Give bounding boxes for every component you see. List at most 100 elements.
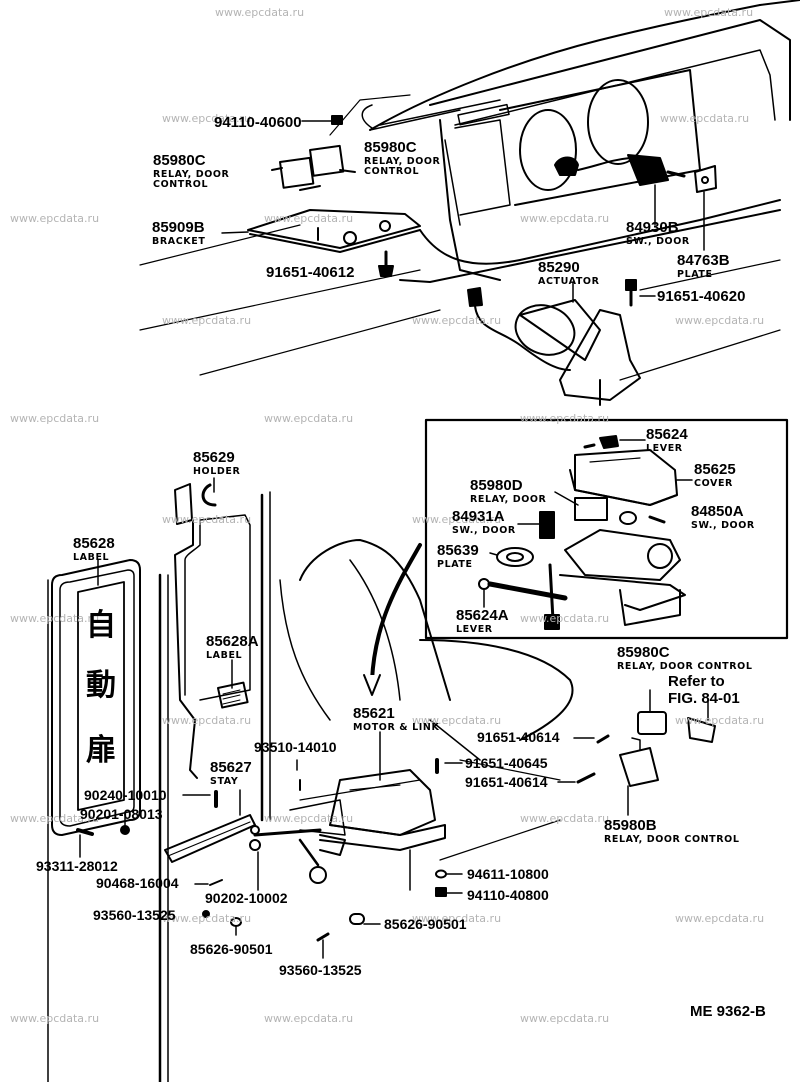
watermark: www.epcdata.ru — [264, 412, 354, 425]
part-callout[interactable]: 85625 COVER — [694, 462, 736, 489]
part-callout[interactable]: 85909B BRACKET — [152, 220, 205, 247]
part-callout[interactable]: 93510-14010 — [254, 740, 337, 756]
relay-door-control-pair-drawing — [271, 94, 411, 191]
part-name: RELAY, DOOR — [470, 494, 547, 505]
part-number: 93560-13525 — [279, 962, 362, 978]
watermark: www.epcdata.ru — [675, 912, 765, 925]
part-callout[interactable]: 94611-10800 — [467, 867, 549, 883]
part-name: RELAY, DOOR CONTROL — [617, 661, 753, 672]
part-number: 91651-40614 — [477, 729, 560, 745]
part-name: SW., DOOR — [626, 236, 690, 247]
part-number: 85626-90501 — [190, 941, 273, 957]
part-callout[interactable]: 85980D RELAY, DOOR — [470, 478, 546, 505]
part-name: BRACKET — [152, 236, 206, 247]
watermark: www.epcdata.ru — [520, 612, 610, 625]
part-callout[interactable]: 85290 ACTUATOR — [538, 260, 600, 287]
part-number: 90201-08013 — [80, 806, 163, 822]
watermark: www.epcdata.ru — [162, 513, 252, 526]
reference-note[interactable]: Refer to FIG. 84-01 — [668, 674, 740, 706]
part-callout[interactable]: 84931A SW., DOOR — [452, 509, 516, 536]
motor-and-link-drawing — [253, 731, 446, 891]
part-name: SW., DOOR — [691, 520, 755, 531]
part-callout[interactable]: 93311-28012 — [36, 859, 118, 875]
part-name: LABEL — [73, 552, 110, 563]
part-number: 93560-13525 — [93, 907, 176, 923]
watermark: www.epcdata.ru — [660, 112, 750, 125]
part-callout[interactable]: 90201-08013 — [80, 807, 163, 823]
part-number: 93311-28012 — [36, 858, 118, 874]
watermark: www.epcdata.ru — [264, 812, 354, 825]
part-name: RELAY, DOOR CONTROL — [364, 156, 441, 177]
watermark: www.epcdata.ru — [264, 1012, 354, 1025]
reference-note-line2: FIG. 84-01 — [668, 690, 740, 707]
part-callout[interactable]: 91651-40620 — [657, 289, 745, 305]
part-callout[interactable]: 85627 STAY — [210, 760, 252, 787]
watermark: www.epcdata.ru — [520, 412, 610, 425]
part-callout[interactable]: 84850A SW., DOOR — [691, 504, 755, 531]
part-callout[interactable]: 85980C RELAY, DOOR CONTROL — [153, 153, 263, 189]
watermark: www.epcdata.ru — [675, 314, 765, 327]
part-name: PLATE — [677, 269, 713, 280]
part-callout[interactable]: 93560-13525 — [279, 963, 362, 979]
part-number: 84930B — [626, 219, 679, 236]
part-number: 85980C — [617, 644, 670, 661]
bolt-drawing — [625, 279, 656, 307]
part-callout[interactable]: 91651-40645 — [465, 756, 548, 772]
part-name: COVER — [694, 478, 733, 489]
part-callout[interactable]: 85980C RELAY, DOOR CONTROL — [617, 645, 753, 672]
part-callout[interactable]: 85629 HOLDER — [193, 450, 240, 477]
part-number: 85290 — [538, 259, 580, 276]
stay-drawing — [76, 789, 381, 959]
part-number: 91651-40620 — [657, 288, 746, 305]
part-callout[interactable]: 85639 PLATE — [437, 543, 479, 570]
part-number: 85980C — [153, 152, 206, 169]
watermark: www.epcdata.ru — [162, 912, 252, 925]
label-kanji-char: 扉 — [86, 733, 116, 768]
part-name: PLATE — [437, 559, 473, 570]
part-callout[interactable]: 85628A LABEL — [206, 634, 259, 661]
part-number: 85624 — [646, 426, 688, 443]
part-number: 85980B — [604, 817, 657, 834]
part-callout[interactable]: 94110-40600 — [214, 115, 302, 131]
watermark: www.epcdata.ru — [520, 212, 610, 225]
part-callout[interactable]: 85624 LEVER — [646, 427, 688, 454]
part-callout[interactable]: 90202-10002 — [205, 891, 288, 907]
part-number: 90468-16004 — [96, 875, 179, 891]
part-name: STAY — [210, 776, 239, 787]
part-callout[interactable]: 85624A LEVER — [456, 608, 509, 635]
bolt-drawing — [378, 250, 394, 277]
part-callout[interactable]: 84763B PLATE — [677, 253, 730, 280]
part-callout[interactable]: 85628 LABEL — [73, 536, 115, 563]
watermark: www.epcdata.ru — [215, 6, 305, 19]
part-callout[interactable]: 85980B RELAY, DOOR CONTROL — [604, 818, 740, 845]
part-callout[interactable]: 90468-16004 — [96, 876, 179, 892]
part-callout[interactable]: 91651-40612 — [266, 265, 354, 281]
watermark: www.epcdata.ru — [162, 314, 252, 327]
part-number: 91651-40614 — [465, 774, 548, 790]
part-callout[interactable]: 85980C RELAY, DOOR CONTROL — [364, 140, 474, 176]
part-number: 84763B — [677, 252, 730, 269]
part-callout[interactable]: 85626-90501 — [384, 917, 467, 933]
watermark: www.epcdata.ru — [412, 513, 502, 526]
part-callout[interactable]: 93560-13525 — [93, 908, 176, 924]
part-callout[interactable]: 90240-10010 — [84, 788, 167, 804]
part-number: 85628 — [73, 535, 115, 552]
actuator-drawing — [467, 281, 641, 406]
part-callout[interactable]: 91651-40614 — [477, 730, 560, 746]
part-number: 84850A — [691, 503, 744, 520]
part-name: MOTOR & LINK — [353, 722, 440, 733]
part-callout[interactable]: 85626-90501 — [190, 942, 273, 958]
watermark: www.epcdata.ru — [162, 112, 252, 125]
part-callout[interactable]: 85621 MOTOR & LINK — [353, 706, 439, 733]
part-callout[interactable]: 94110-40800 — [467, 888, 549, 904]
hardware-drawing — [435, 734, 610, 897]
part-name: RELAY, DOOR CONTROL — [153, 169, 230, 190]
part-number: 84931A — [452, 508, 505, 525]
part-callout[interactable]: 84930B SW., DOOR — [626, 220, 690, 247]
part-name: LABEL — [206, 650, 243, 661]
part-number: 94611-10800 — [467, 866, 549, 882]
part-callout[interactable]: 91651-40614 — [465, 775, 548, 791]
part-name: LEVER — [646, 443, 683, 454]
part-name: SW., DOOR — [452, 525, 516, 536]
